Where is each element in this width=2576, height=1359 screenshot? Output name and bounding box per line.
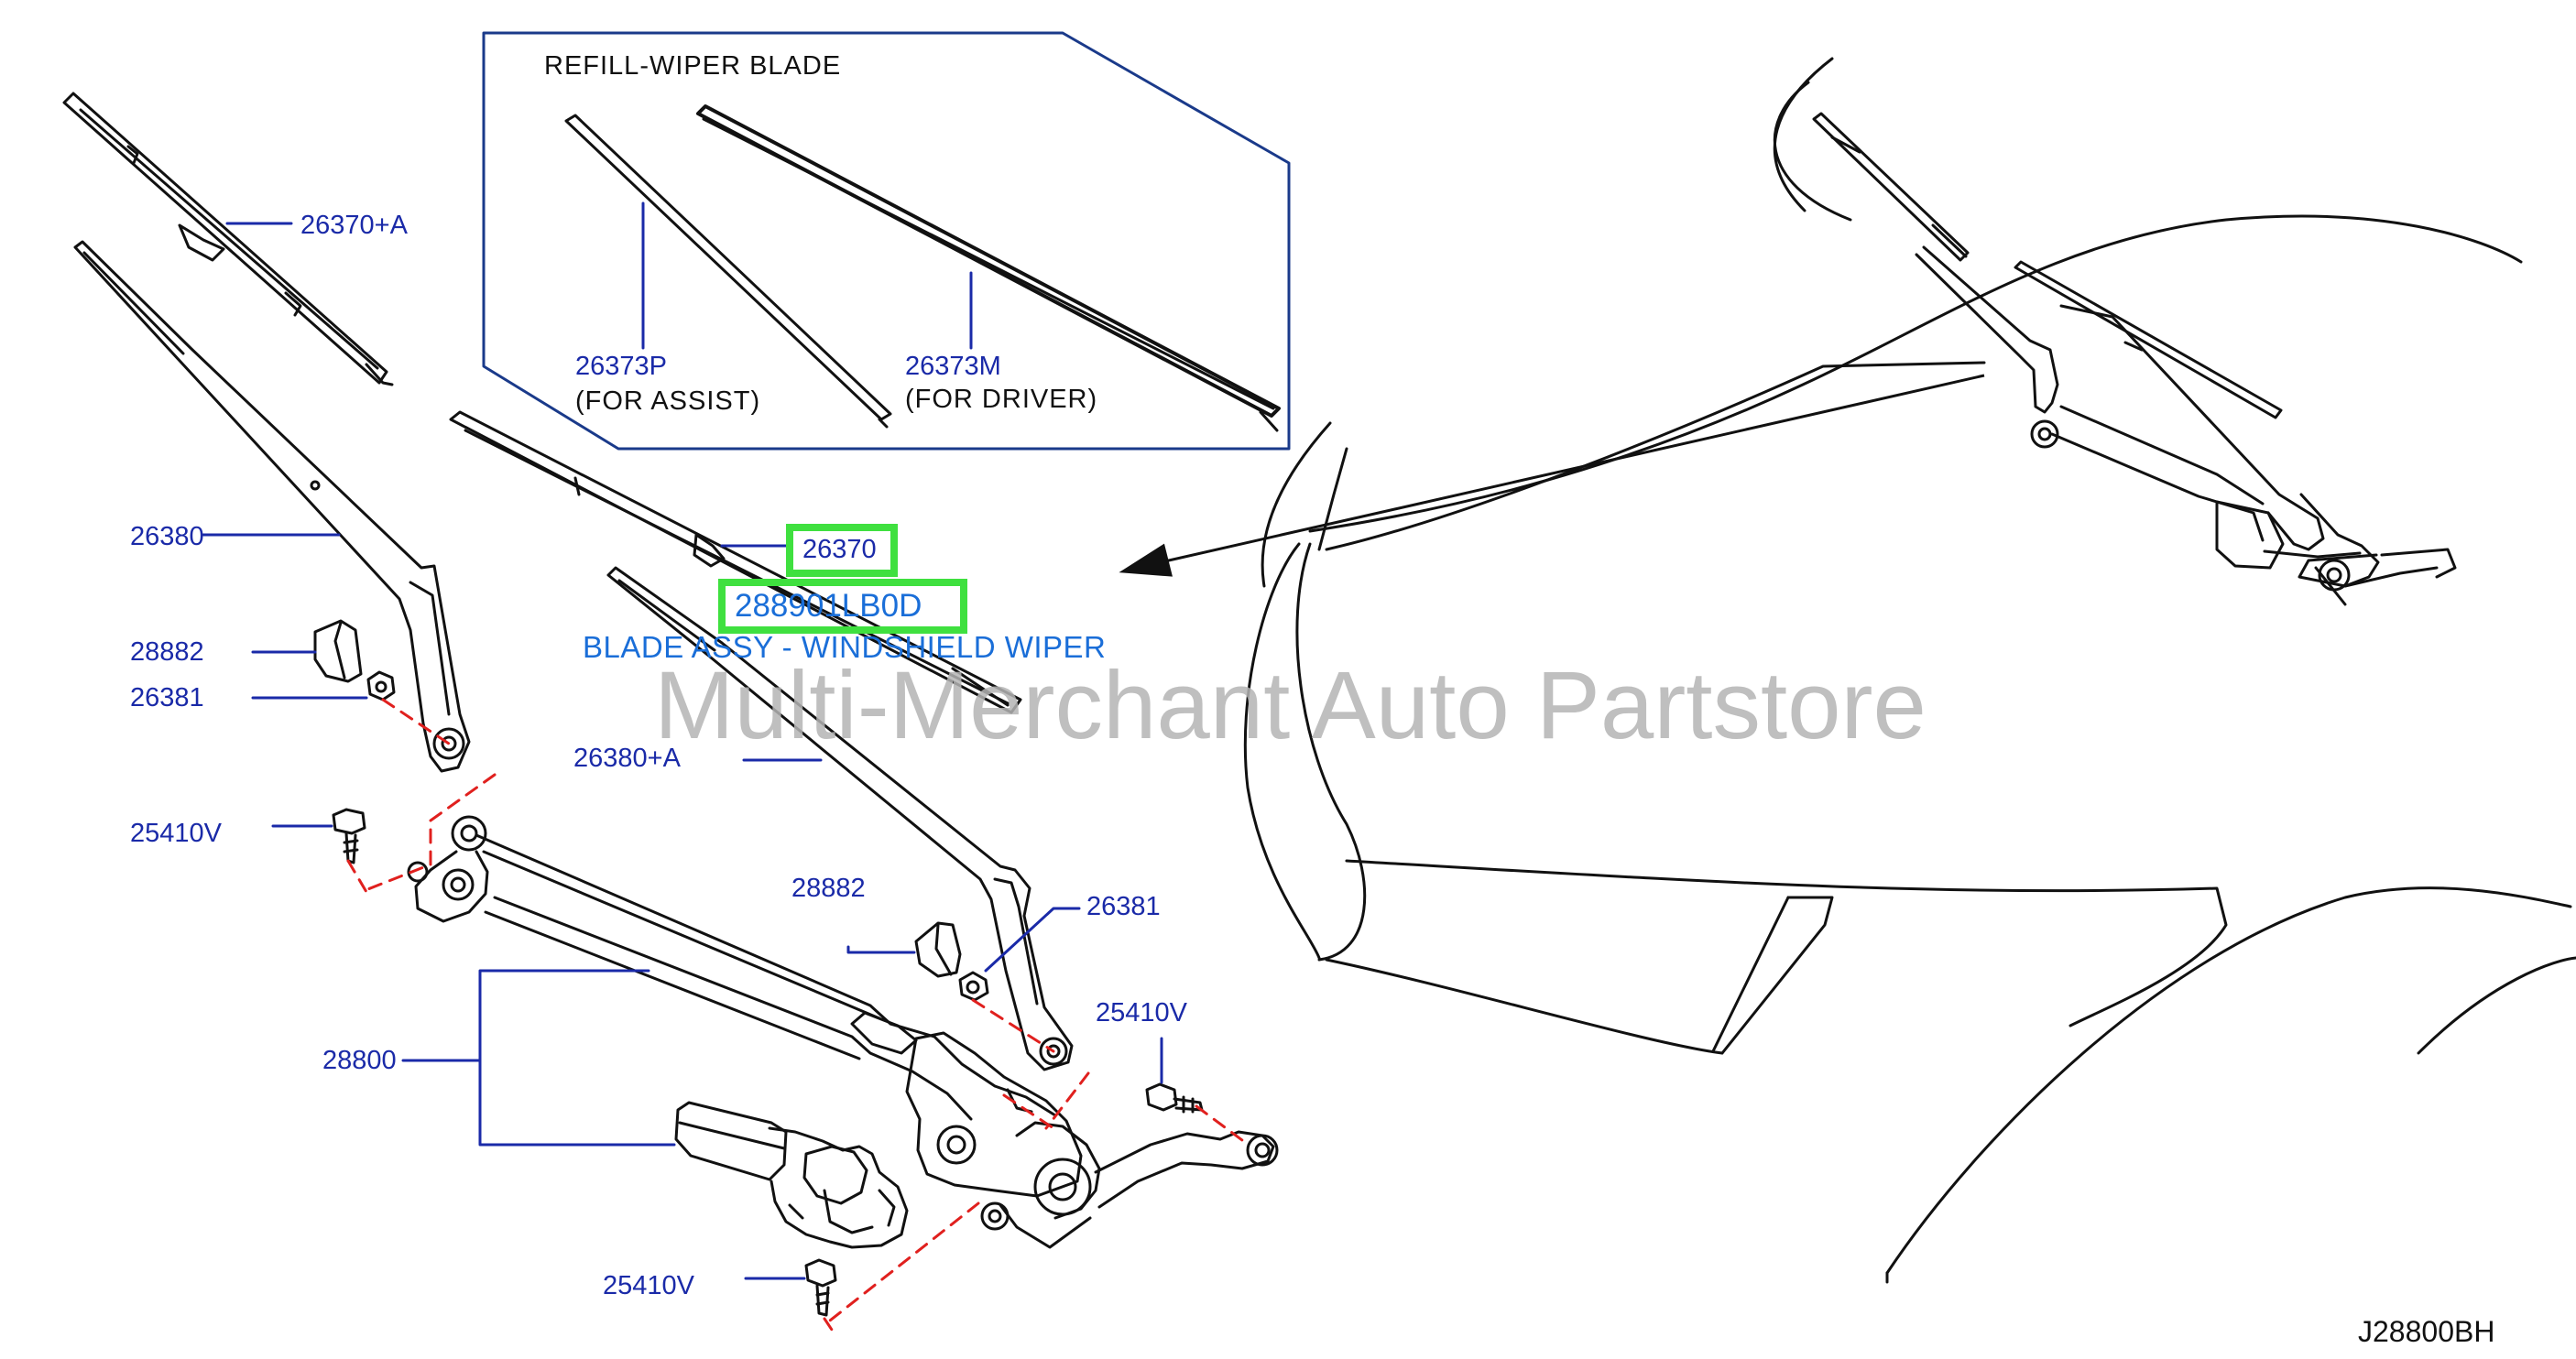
refill-assist-code: 26373P [575,352,667,381]
highlighted-oem-number: 288901LB0D [735,588,922,624]
highlight-box-oem-number [718,579,967,634]
callout-cap-right: 28882 [791,874,866,903]
refill-strip-assist [564,114,892,429]
callout-arm-left: 26380 [130,522,204,551]
highlight-box-part-number [786,524,898,577]
refill-driver-code: 26373M [905,352,1001,381]
wiper-arm-left [73,240,471,773]
bolt-right [1145,1082,1204,1114]
bolt-bottom [804,1258,837,1317]
callout-nut-right: 26381 [1086,892,1161,921]
vehicle-wiper-driver [1812,112,2457,588]
wiper-blade-right [449,410,1022,714]
refill-assist-note: (FOR ASSIST) [575,386,761,416]
callout-bolt-left: 25410V [130,819,222,848]
highlighted-part-number: 26370 [802,535,877,564]
wiper-motor [674,1101,909,1249]
callout-nut-left: 26381 [130,683,204,712]
callout-bolt-bottom: 25410V [603,1271,694,1300]
bolt-left [332,808,366,864]
wiper-nut-left [366,670,396,701]
pointer-arrow [1119,374,1985,577]
wiper-nut-right [958,971,989,1002]
part-description: BLADE ASSY - WINDSHIELD WIPER [583,630,1107,664]
wiper-cap-right [914,921,962,978]
diagram-code: J28800BH [2358,1315,2495,1348]
refill-inset-border [482,31,1291,451]
callout-arm-right: 26380+A [573,744,681,773]
vehicle-wiper-assist [2014,260,2380,606]
wiper-cap-left [313,619,363,683]
callout-blade-left: 26370+A [300,211,408,240]
callout-bolt-right: 25410V [1096,998,1187,1027]
wiper-blade-left [62,92,394,386]
callout-linkage: 28800 [322,1046,397,1075]
vehicle-body-outline [1243,57,2576,1284]
callout-cap-left: 28882 [130,637,204,667]
watermark: Multi-Merchant Auto Partstore [654,652,1927,759]
wiper-linkage [407,815,1279,1249]
refill-driver-note: (FOR DRIVER) [905,385,1098,414]
wiper-arm-right [606,566,1074,1071]
alignment-dashes [346,698,1248,1337]
refill-strip-driver [696,104,1281,432]
inset-title: REFILL-WIPER BLADE [544,51,842,81]
